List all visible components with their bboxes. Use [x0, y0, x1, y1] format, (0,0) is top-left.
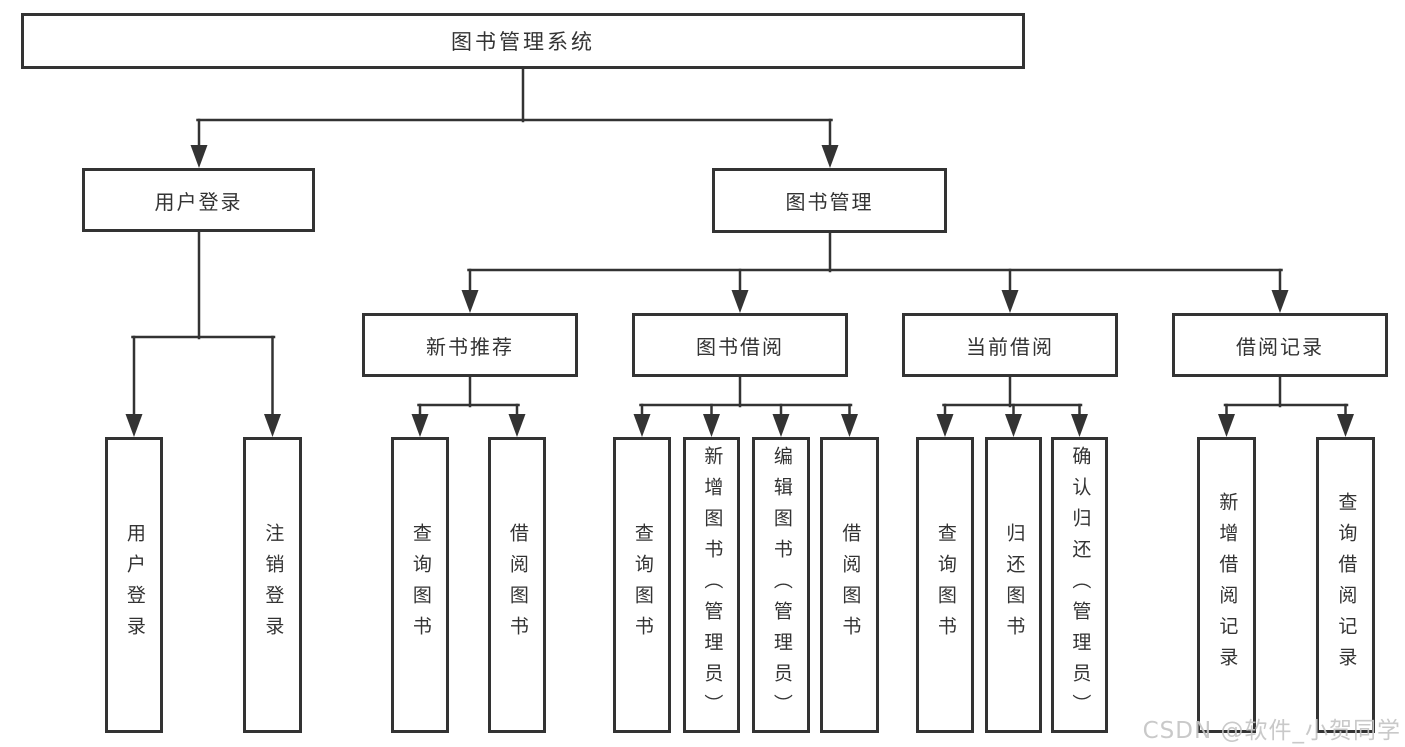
leaf-confirm-return-admin: 确认归还（管理员）	[1051, 437, 1108, 733]
leaf-borrow-books: 借阅图书	[820, 437, 879, 733]
node-new-book-recommend: 新书推荐	[362, 313, 578, 377]
leaf-add-books-admin: 新增图书（管理员）	[683, 437, 740, 733]
node-user-login-label: 用户登录	[154, 189, 243, 214]
csdn-watermark: CSDN @软件_小贺同学	[1142, 718, 1401, 744]
leaf-add-borrow-record: 新增借阅记录	[1197, 437, 1256, 733]
leaf-borrow-books-label: 借阅图书	[839, 523, 862, 647]
leaf-query-books-current: 查询图书	[916, 437, 974, 733]
node-book-management: 图书管理	[712, 168, 947, 233]
leaf-query-books-recommend-label: 查询图书	[409, 523, 432, 647]
leaf-query-books-recommend: 查询图书	[391, 437, 449, 733]
node-user-login: 用户登录	[82, 168, 315, 232]
leaf-borrow-books-recommend: 借阅图书	[488, 437, 546, 733]
node-borrow-records-label: 借阅记录	[1236, 334, 1324, 359]
leaf-return-books: 归还图书	[985, 437, 1042, 733]
leaf-add-borrow-record-label: 新增借阅记录	[1216, 492, 1239, 678]
leaf-query-books-current-label: 查询图书	[934, 523, 957, 647]
node-current-borrow: 当前借阅	[902, 313, 1118, 377]
leaf-query-books-borrow-label: 查询图书	[631, 523, 654, 647]
leaf-logout-login-label: 注销登录	[262, 523, 285, 647]
leaf-borrow-books-recommend-label: 借阅图书	[506, 523, 529, 647]
leaf-edit-books-admin: 编辑图书（管理员）	[752, 437, 810, 733]
node-book-borrow: 图书借阅	[632, 313, 848, 377]
leaf-return-books-label: 归还图书	[1003, 523, 1026, 647]
leaf-logout-login: 注销登录	[243, 437, 302, 733]
node-book-management-label: 图书管理	[785, 190, 874, 214]
node-root: 图书管理系统	[21, 13, 1025, 69]
leaf-confirm-return-admin-label: 确认归还（管理员）	[1069, 445, 1092, 725]
node-root-label: 图书管理系统	[451, 30, 595, 54]
leaf-add-books-admin-label: 新增图书（管理员）	[701, 445, 724, 725]
leaf-query-borrow-record-label: 查询借阅记录	[1335, 492, 1358, 678]
node-book-borrow-label: 图书借阅	[696, 334, 784, 359]
leaf-edit-books-admin-label: 编辑图书（管理员）	[770, 445, 793, 725]
leaf-query-borrow-record: 查询借阅记录	[1316, 437, 1375, 733]
leaf-query-books-borrow: 查询图书	[613, 437, 671, 733]
leaf-user-login-label: 用户登录	[123, 523, 146, 647]
node-borrow-records: 借阅记录	[1172, 313, 1388, 377]
node-current-borrow-label: 当前借阅	[966, 334, 1054, 359]
leaf-user-login: 用户登录	[105, 437, 163, 733]
node-new-book-recommend-label: 新书推荐	[426, 334, 514, 359]
